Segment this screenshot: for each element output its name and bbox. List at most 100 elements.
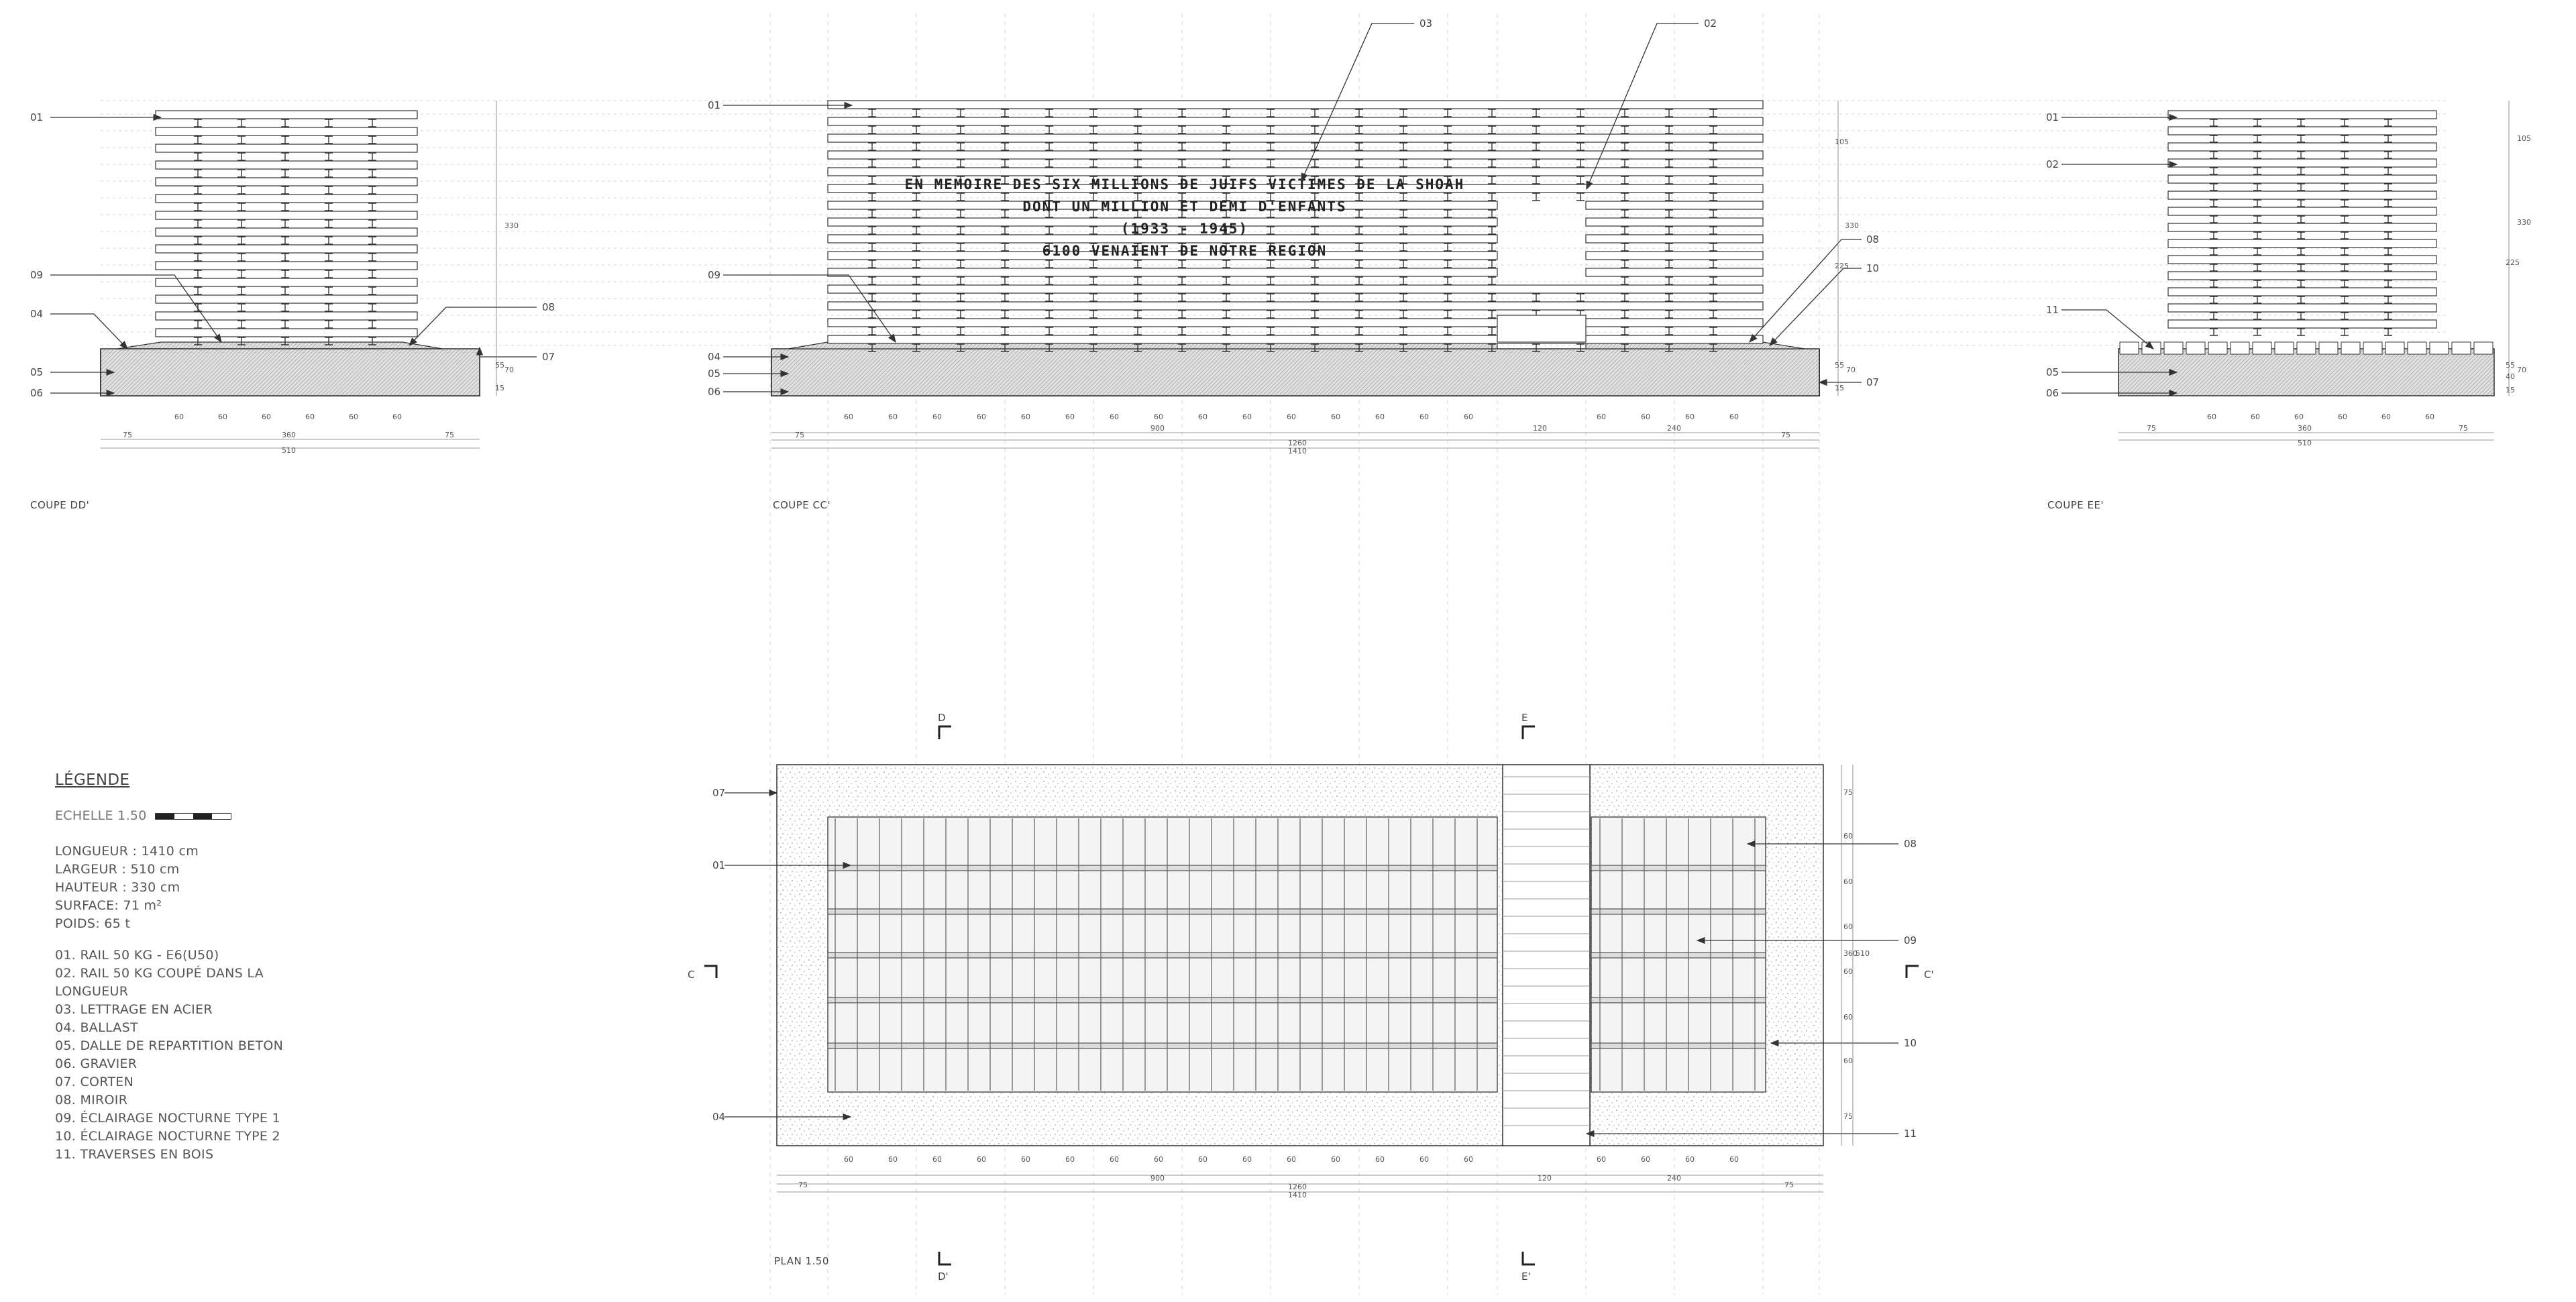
dim-40: 40	[2506, 372, 2515, 381]
ibeam	[1134, 125, 1142, 134]
sleeper	[2363, 341, 2383, 355]
ibeam	[237, 270, 246, 278]
ibeam	[1488, 276, 1496, 285]
rail	[155, 127, 418, 136]
ibeam	[1178, 176, 1186, 184]
ibeam	[1355, 276, 1363, 285]
dim-1410: 1410	[1288, 1191, 1307, 1199]
ibeam	[2210, 183, 2218, 191]
ibeam	[325, 152, 333, 161]
ibeam	[1355, 176, 1363, 184]
ibeam	[2384, 215, 2392, 223]
ibeam	[1444, 243, 1452, 252]
dim-60: 60	[1843, 832, 1853, 840]
rail	[155, 144, 418, 153]
rail	[2167, 287, 2437, 296]
dim-15: 15	[2506, 386, 2515, 394]
ibeam	[1665, 276, 1673, 285]
spec-height: HAUTEUR : 330 cm	[55, 880, 180, 895]
ibeam	[1089, 209, 1097, 218]
caption-plan: PLAN 1.50	[774, 1255, 829, 1267]
dim-75: 75	[1784, 1181, 1794, 1189]
ibeam	[957, 125, 965, 134]
sleeper	[2385, 341, 2405, 355]
callout-07: 07	[1866, 376, 1879, 388]
ibeam	[1045, 343, 1053, 352]
ibeam	[1576, 159, 1585, 168]
ibeam	[1045, 310, 1053, 319]
ibeam	[912, 293, 920, 302]
ibeam	[2253, 151, 2261, 159]
ibeam	[194, 253, 202, 262]
ibeam	[957, 343, 965, 352]
ibeam	[2253, 167, 2261, 175]
ibeam	[194, 186, 202, 195]
ibeam	[1665, 226, 1673, 235]
ibeam	[1399, 243, 1407, 252]
dim-60: 60	[1597, 413, 1606, 421]
ibeam	[2253, 328, 2261, 336]
rail	[827, 234, 1498, 243]
ibeam	[2210, 328, 2218, 336]
ibeam	[1267, 159, 1275, 168]
ibeam	[194, 286, 202, 295]
dim-60: 60	[1729, 1155, 1739, 1164]
ibeam	[2341, 135, 2349, 143]
ibeam	[368, 152, 376, 161]
ibeam	[1399, 176, 1407, 184]
dim-60: 60	[1287, 1155, 1296, 1164]
ibeam	[1709, 125, 1717, 134]
ibeam	[2341, 328, 2349, 336]
ibeam	[1488, 125, 1496, 134]
plan-rail	[827, 865, 1498, 871]
sleeper	[2163, 341, 2184, 355]
dim-60: 60	[1021, 413, 1030, 421]
ibeam	[1178, 125, 1186, 134]
ibeam	[2210, 280, 2218, 288]
ibeam	[1311, 310, 1319, 319]
legend: LÉGENDE ECHELLE 1.50 LONGUEUR : 1410 cm …	[55, 771, 337, 1177]
rail	[2167, 303, 2437, 313]
ibeam	[957, 226, 965, 235]
dim-75: 75	[445, 431, 454, 439]
ibeam	[1709, 209, 1717, 218]
ibeam	[1621, 310, 1629, 319]
legend-item-09: 09. ÉCLAIRAGE NOCTURNE TYPE 1	[55, 1111, 280, 1126]
ibeam	[281, 303, 289, 312]
rail	[155, 278, 418, 287]
ibeam	[868, 209, 876, 218]
ibeam	[2297, 280, 2305, 288]
plan-rail	[827, 997, 1498, 1003]
scale-label: ECHELLE 1.50	[55, 808, 147, 823]
ibeam	[2297, 151, 2305, 159]
dim-60: 60	[1843, 1013, 1853, 1022]
ibeam	[1178, 142, 1186, 151]
ibeam	[1665, 260, 1673, 268]
ibeam	[1488, 343, 1496, 352]
rail	[827, 201, 1498, 210]
ibeam	[194, 169, 202, 178]
ibeam	[281, 219, 289, 228]
callout-04: 04	[708, 351, 720, 363]
callout-05: 05	[708, 368, 720, 380]
callout-09: 09	[30, 269, 43, 281]
dim-15: 15	[495, 384, 504, 392]
ibeam	[1222, 343, 1230, 352]
ibeam	[957, 276, 965, 285]
ibeam	[1532, 176, 1540, 184]
ibeam	[1355, 209, 1363, 218]
ibeam	[2210, 151, 2218, 159]
dim-75: 75	[1781, 431, 1790, 439]
ibeam	[1444, 142, 1452, 151]
dim-55: 55	[2506, 361, 2515, 370]
dim-60: 60	[1154, 413, 1163, 421]
ibeam	[1444, 260, 1452, 268]
dim-15: 15	[1835, 384, 1844, 392]
ibeam	[281, 203, 289, 211]
sleeper	[2341, 341, 2361, 355]
ibeam	[281, 320, 289, 329]
dim-75: 75	[798, 1181, 808, 1189]
ibeam	[194, 203, 202, 211]
ibeam	[1311, 276, 1319, 285]
ibeam	[2297, 167, 2305, 175]
